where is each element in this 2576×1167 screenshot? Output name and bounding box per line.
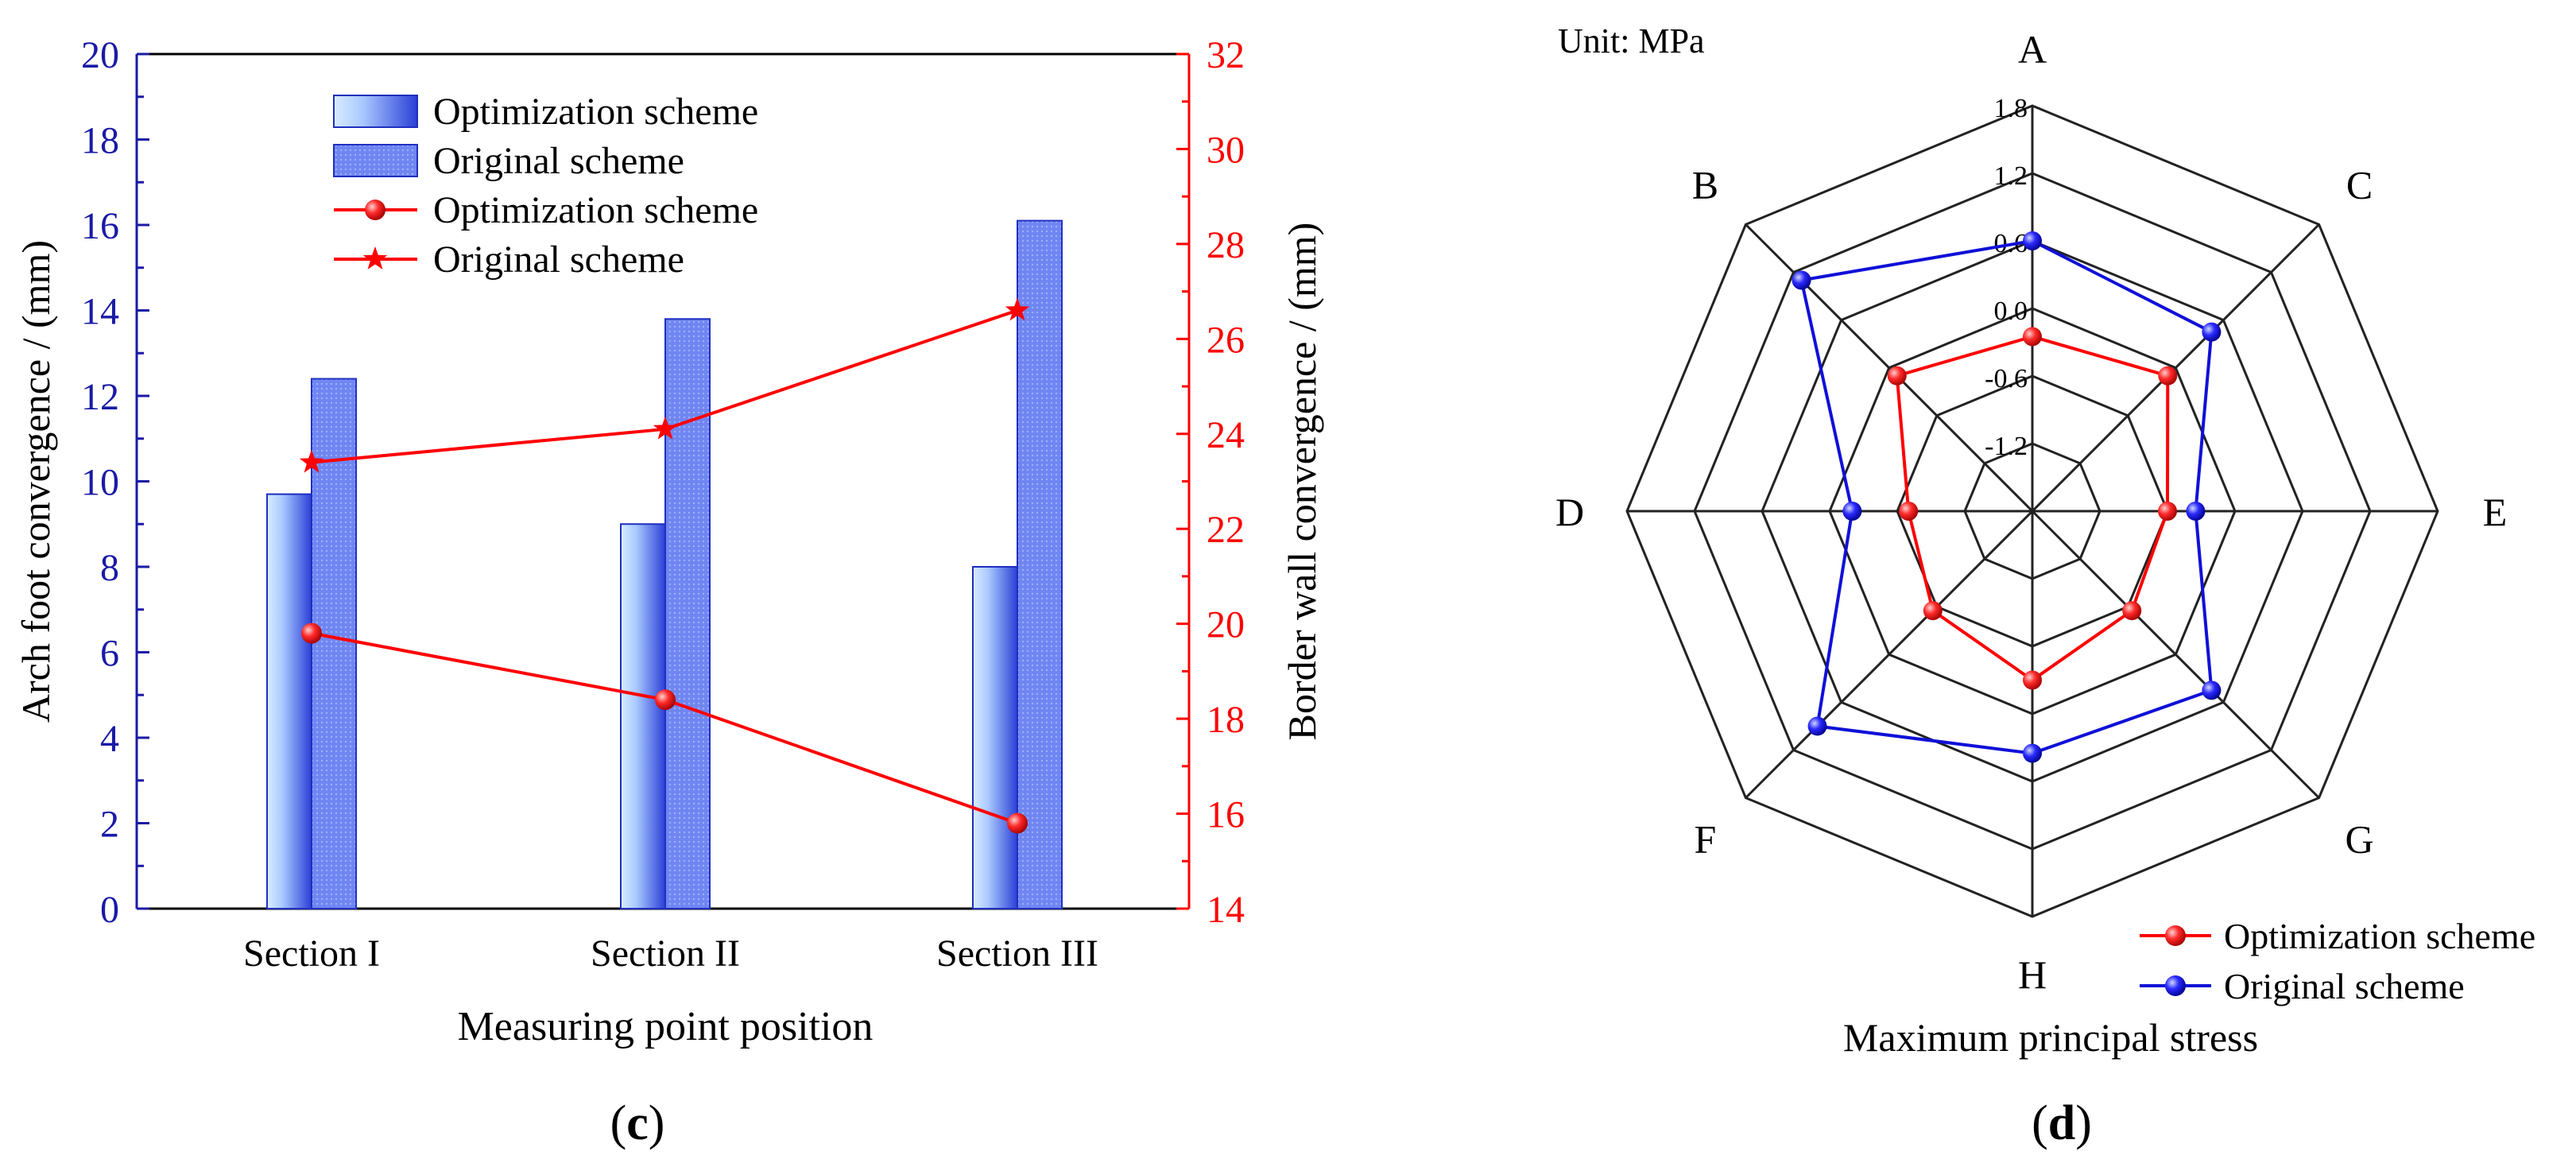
legend-swatch-bar-optimization (333, 95, 418, 128)
left-tick-label: 8 (100, 547, 119, 589)
panel-d-caption: (d) (2032, 1096, 2092, 1150)
right-tick-label: 32 (1207, 34, 1245, 76)
right-tick-label: 28 (1207, 224, 1245, 266)
panel-c-caption: (c) (610, 1096, 665, 1150)
point-optimization (1007, 812, 1028, 834)
radar-axis-label: F (1695, 817, 1717, 862)
radar-axis-label: B (1692, 162, 1718, 207)
right-tick-label: 24 (1207, 414, 1245, 456)
panel-c-caption-close: ) (649, 1096, 665, 1150)
radar-title: Maximum principal stress (1843, 1015, 2258, 1060)
bar-original (664, 318, 711, 909)
left-tick-label: 16 (81, 205, 119, 247)
radar-r-tick-label: 1.8 (1994, 94, 2028, 123)
panel-c-caption-open: ( (610, 1096, 627, 1150)
radar-series-original-point (1807, 716, 1827, 736)
radar-axis-label: C (2346, 162, 2373, 207)
left-axis-title: Arch foot convergence / (mm) (14, 240, 58, 723)
radar-axis-label: E (2483, 490, 2508, 534)
x-tick-label: Section I (243, 932, 380, 975)
radar-series-original-point (2202, 322, 2222, 342)
radar-series-optimization-point (2023, 327, 2042, 347)
radar-series-original-point (2186, 502, 2206, 521)
radar-series-original-point (2202, 680, 2222, 700)
radar-r-tick-label: 0.0 (1994, 297, 2028, 326)
panel-d-caption-open: ( (2032, 1096, 2048, 1150)
radar-spoke (1745, 223, 2034, 513)
left-tick-label: 4 (100, 718, 119, 760)
right-tick-label: 18 (1207, 699, 1245, 741)
panel-c-caption-letter: c (626, 1096, 649, 1150)
radar-r-tick-label: 1.2 (1994, 161, 2028, 191)
legend-label: Original scheme (433, 238, 684, 281)
radar-series-optimization-point (1887, 366, 1907, 386)
left-tick-label: 2 (100, 804, 119, 846)
radar-axis-label: D (1555, 490, 1584, 534)
radar-legend-marker (2165, 925, 2186, 946)
left-tick-label: 0 (100, 889, 119, 931)
radar-series-optimization-point (2023, 670, 2042, 690)
left-tick-label: 20 (81, 34, 119, 76)
radar-legend-marker (2165, 975, 2186, 996)
legend-swatch-bar-original (333, 144, 418, 177)
radar-legend-label: Original scheme (2224, 966, 2465, 1006)
radar-axis-label: A (2018, 27, 2047, 72)
bar-original (1017, 219, 1063, 909)
radar-legend-label: Optimization scheme (2224, 916, 2535, 956)
radar-unit-label: Unit: MPa (1558, 21, 1705, 60)
x-axis-title: Measuring point position (458, 1004, 874, 1049)
bar-optimization (620, 523, 666, 909)
point-optimization (301, 622, 322, 644)
radar-series-optimization-point (2158, 366, 2178, 386)
radar-series-original-point (2023, 743, 2042, 763)
panel-d-caption-letter: d (2048, 1096, 2075, 1150)
legend-label: Optimization scheme (433, 91, 758, 133)
right-axis-title: Border wall convergence / (mm) (1280, 223, 1324, 741)
right-tick-label: 22 (1207, 509, 1245, 551)
radar-series-optimization-point (1899, 502, 1919, 521)
right-tick-label: 16 (1207, 794, 1245, 836)
left-tick-label: 18 (81, 120, 119, 162)
radar-series-optimization-point (2158, 502, 2177, 521)
radar-spoke (2031, 223, 2320, 513)
point-original-star (1005, 297, 1030, 321)
x-tick-label: Section II (591, 932, 740, 975)
bar-original (311, 378, 357, 909)
legend-marker-star (362, 246, 388, 269)
panel-c-chart: 0246810121416182014161820222426283032Sec… (14, 34, 1324, 1049)
bar-optimization (972, 566, 1018, 909)
radar-series-original-point (1792, 270, 1811, 290)
right-tick-label: 26 (1207, 319, 1245, 361)
radar-series-optimization-point (1923, 601, 1943, 621)
legend-label: Original scheme (433, 140, 684, 182)
radar-series-optimization-point (2122, 601, 2142, 621)
bar-optimization (266, 493, 312, 909)
point-original-star (299, 449, 324, 473)
left-tick-label: 12 (81, 376, 119, 418)
radar-series-original-point (2023, 231, 2042, 250)
x-tick-label: Section III (936, 932, 1098, 975)
radar-series-original-point (1842, 502, 1862, 521)
point-original-star (653, 416, 678, 440)
right-tick-label: 14 (1207, 889, 1245, 931)
radar-r-tick-label: -0.6 (1985, 364, 2028, 394)
radar-axis-label: H (2018, 952, 2047, 997)
radar-axis-label: G (2345, 817, 2373, 862)
legend-label: Optimization scheme (433, 189, 758, 231)
left-tick-label: 6 (100, 633, 119, 675)
radar-spoke (1745, 510, 2034, 799)
left-tick-label: 10 (81, 462, 119, 504)
left-tick-label: 14 (81, 291, 119, 333)
right-tick-label: 20 (1207, 604, 1245, 646)
radar-spoke (2031, 510, 2320, 799)
right-tick-label: 30 (1207, 129, 1245, 171)
radar-r-tick-label: -1.2 (1985, 432, 2028, 461)
legend-marker-circle (365, 200, 385, 220)
point-optimization (655, 689, 676, 711)
panel-d-caption-close: ) (2075, 1096, 2092, 1150)
